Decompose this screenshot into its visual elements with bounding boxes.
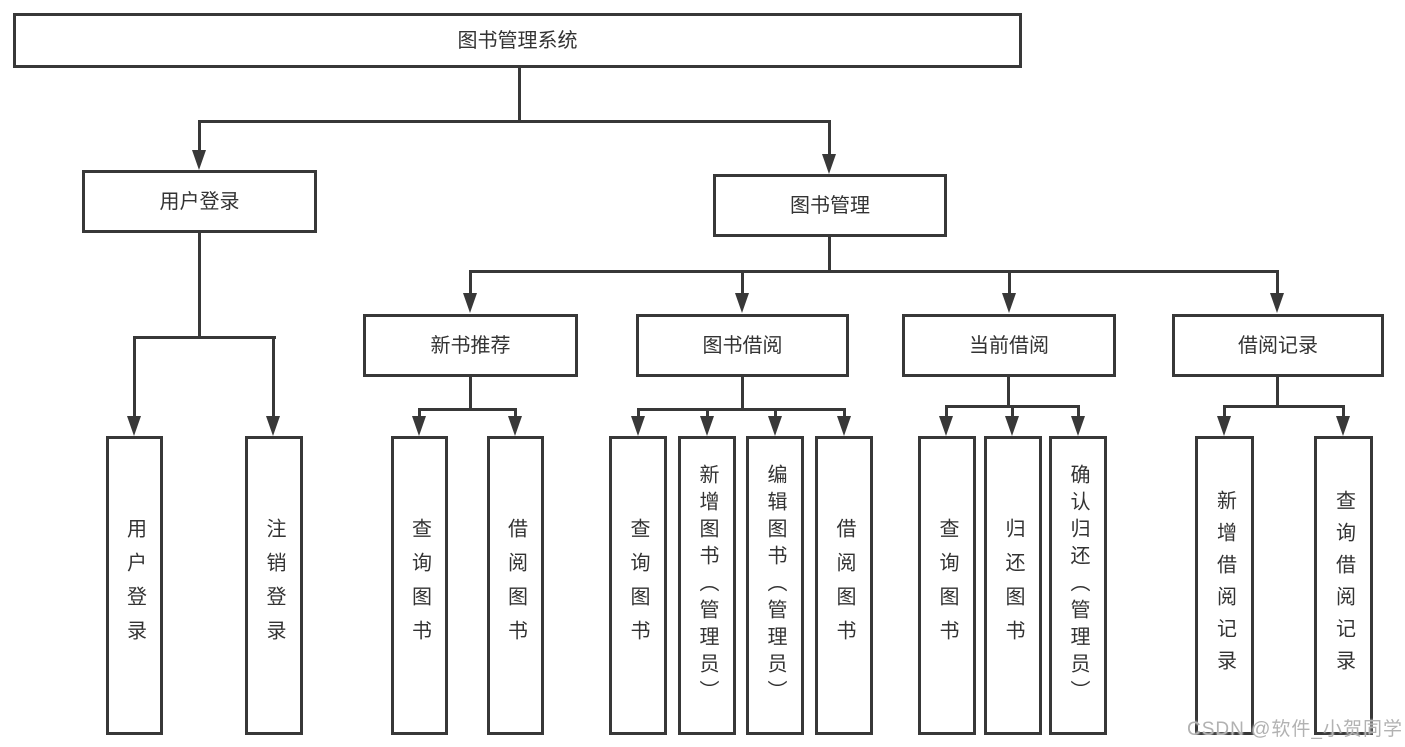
node-library-management-system: 图书管理系统 — [13, 13, 1022, 68]
node-user-login: 用户登录 — [82, 170, 317, 233]
arrow-down-icon — [768, 416, 782, 436]
arrow-down-icon — [631, 416, 645, 436]
node-leaf-borrow-books-recommend: 借阅图书 — [487, 436, 544, 735]
node-borrow-records: 借阅记录 — [1172, 314, 1384, 377]
connector-line — [1077, 405, 1080, 418]
arrow-down-icon — [822, 154, 836, 174]
arrow-down-icon — [1217, 416, 1231, 436]
connector-line — [469, 270, 472, 293]
connector-line — [198, 120, 201, 152]
connector-line — [469, 377, 472, 408]
arrow-down-icon — [837, 416, 851, 436]
node-new-book-recommend: 新书推荐 — [363, 314, 578, 377]
node-leaf-edit-books-admin: 编辑图书（管理员） — [746, 436, 804, 735]
node-book-borrow: 图书借阅 — [636, 314, 849, 377]
connector-line — [741, 377, 744, 408]
connector-line — [133, 336, 136, 416]
node-leaf-query-books-recommend: 查询图书 — [391, 436, 448, 735]
node-leaf-user-login: 用户登录 — [106, 436, 163, 735]
connector-line — [843, 408, 846, 418]
connector-line — [1011, 405, 1014, 418]
connector-line — [133, 336, 276, 339]
connector-line — [1008, 270, 1011, 293]
arrow-down-icon — [508, 416, 522, 436]
connector-line — [1342, 405, 1345, 418]
node-leaf-add-books-admin: 新增图书（管理员） — [678, 436, 736, 735]
connector-line — [1223, 405, 1345, 408]
arrow-down-icon — [412, 416, 426, 436]
connector-line — [1223, 405, 1226, 418]
node-book-management: 图书管理 — [713, 174, 947, 237]
arrow-down-icon — [266, 416, 280, 436]
connector-line — [272, 336, 275, 416]
arrow-down-icon — [1005, 416, 1019, 436]
connector-line — [418, 408, 517, 411]
arrow-down-icon — [1071, 416, 1085, 436]
arrow-down-icon — [463, 293, 477, 313]
connector-line — [637, 408, 846, 411]
node-leaf-query-books-borrow: 查询图书 — [609, 436, 667, 735]
node-leaf-return-books: 归还图书 — [984, 436, 1042, 735]
connector-line — [828, 237, 831, 270]
node-leaf-borrow-books: 借阅图书 — [815, 436, 873, 735]
node-current-borrow: 当前借阅 — [902, 314, 1116, 377]
arrow-down-icon — [735, 293, 749, 313]
connector-line — [706, 408, 709, 418]
watermark: CSDN @软件_小贺同学 — [1187, 719, 1403, 740]
connector-line — [418, 408, 421, 418]
connector-line — [198, 120, 831, 123]
node-leaf-add-borrow-record: 新增借阅记录 — [1195, 436, 1254, 735]
connector-line — [1276, 377, 1279, 405]
arrow-down-icon — [700, 416, 714, 436]
connector-line — [469, 270, 1279, 273]
arrow-down-icon — [127, 416, 141, 436]
connector-line — [1007, 377, 1010, 405]
connector-line — [514, 408, 517, 418]
connector-line — [518, 68, 521, 120]
arrow-down-icon — [1270, 293, 1284, 313]
node-leaf-query-books-current: 查询图书 — [918, 436, 976, 735]
connector-line — [198, 233, 201, 336]
arrow-down-icon — [939, 416, 953, 436]
connector-line — [774, 408, 777, 418]
connector-line — [1276, 270, 1279, 293]
node-leaf-confirm-return-admin: 确认归还（管理员） — [1049, 436, 1107, 735]
connector-line — [945, 405, 948, 418]
connector-line — [741, 270, 744, 293]
connector-line — [637, 408, 640, 418]
node-leaf-query-borrow-record: 查询借阅记录 — [1314, 436, 1373, 735]
arrow-down-icon — [1336, 416, 1350, 436]
connector-line — [828, 120, 831, 156]
node-leaf-logout: 注销登录 — [245, 436, 303, 735]
arrow-down-icon — [1002, 293, 1016, 313]
arrow-down-icon — [192, 150, 206, 170]
